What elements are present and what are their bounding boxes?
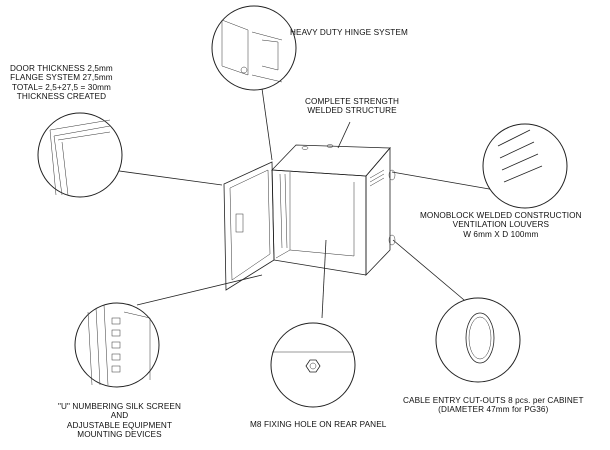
hinge-detail — [211, 5, 297, 91]
rail-detail — [74, 302, 160, 388]
cabinet-body — [271, 144, 396, 276]
rail-label: "U" NUMBERING SILK SCREEN AND ADJUSTABLE… — [58, 402, 181, 440]
door-thickness-label: DOOR THICKNESS 2,5mm FLANGE SYSTEM 27,5m… — [10, 64, 113, 102]
cabinet-door — [223, 161, 275, 291]
cable-cutout-detail — [435, 297, 521, 383]
door-detail — [37, 112, 123, 198]
fixing-hole-label: M8 FIXING HOLE ON REAR PANEL — [250, 420, 387, 429]
cable-entry-label: CABLE ENTRY CUT-OUTS 8 pcs. per CABINET … — [403, 396, 584, 415]
strength-label: COMPLETE STRENGTH WELDED STRUCTURE — [305, 97, 400, 116]
hinge-label: HEAVY DUTY HINGE SYSTEM — [290, 28, 408, 37]
leader-lines — [111, 59, 496, 319]
louvers-label: MONOBLOCK WELDED CONSTRUCTION VENTILATIO… — [420, 211, 582, 239]
louvers-detail — [482, 123, 568, 209]
fixing-hole-detail — [270, 322, 356, 408]
